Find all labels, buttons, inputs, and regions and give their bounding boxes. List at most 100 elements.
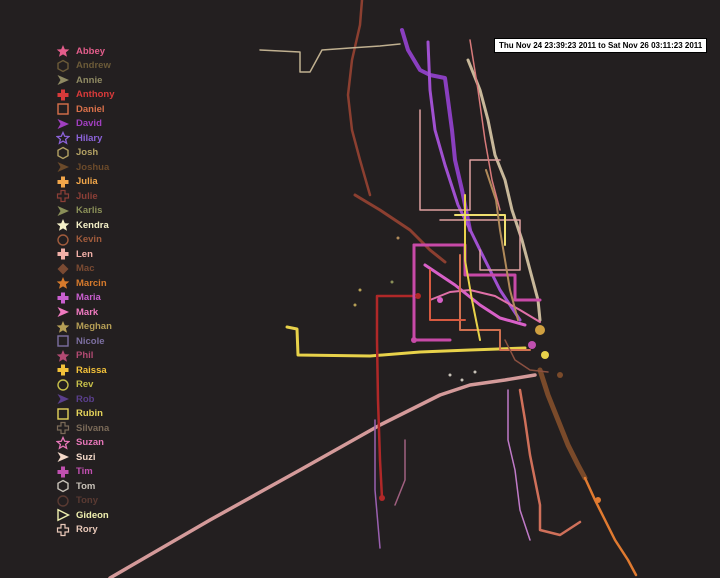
legend-name: Len	[76, 248, 93, 260]
legend-item: Josh	[56, 146, 115, 161]
legend-item: Tim	[56, 465, 115, 480]
star-icon	[56, 349, 70, 362]
legend-item: Annie	[56, 73, 115, 88]
legend-item: Rev	[56, 378, 115, 393]
star-icon	[56, 320, 70, 333]
cross-icon	[57, 176, 69, 188]
legend-item: Anthony	[56, 88, 115, 103]
legend-item: Len	[56, 247, 115, 262]
arrowhead-icon	[57, 75, 69, 86]
square-icon	[57, 335, 69, 347]
arrowhead-icon	[57, 118, 69, 129]
legend-name: Rob	[76, 393, 95, 405]
legend-item: Suzan	[56, 435, 115, 451]
legend-name: Phil	[76, 350, 94, 362]
legend-item: David	[56, 117, 115, 132]
cross-outline-icon	[56, 422, 70, 435]
legend-item: Phil	[56, 349, 115, 364]
legend-name: Tony	[76, 495, 98, 507]
legend-item: Marcin	[56, 276, 115, 291]
legend-item: Rory	[56, 523, 115, 538]
legend-name: Julie	[76, 190, 98, 202]
legend-name: Marcin	[76, 277, 107, 289]
legend-item: Julie	[56, 189, 115, 204]
route-path	[439, 219, 521, 271]
legend-item: Mark	[56, 305, 115, 320]
legend-item: Karlis	[56, 204, 115, 219]
legend-name: Daniel	[76, 103, 105, 115]
legend-name: Nicole	[76, 335, 105, 347]
diamond-icon	[57, 263, 69, 275]
route-path	[346, 0, 372, 197]
hexagon-icon	[57, 479, 69, 493]
legend-name: Abbey	[76, 45, 106, 57]
legend-item: Mac	[56, 262, 115, 277]
legend-name: Meghan	[76, 321, 112, 333]
legend-item: Joshua	[56, 160, 115, 175]
star-icon	[56, 277, 70, 290]
route-path	[285, 325, 527, 358]
legend-item: Andrew	[56, 59, 115, 74]
route-path	[507, 389, 531, 541]
route-path	[429, 269, 466, 321]
legend-item: Rubin	[56, 407, 115, 422]
star-outline-icon	[56, 435, 70, 450]
legend-item: Tom	[56, 479, 115, 494]
route-path	[537, 367, 588, 481]
route-path	[400, 28, 472, 232]
legend-item: Raissa	[56, 363, 115, 378]
legend-item: Hilary	[56, 131, 115, 146]
circle-outline-icon	[57, 379, 69, 391]
route-path	[108, 373, 537, 578]
star-outline-icon	[56, 131, 70, 145]
arrowhead-icon	[57, 162, 69, 173]
legend-name: Rev	[76, 379, 94, 391]
legend-name: Hilary	[76, 132, 103, 144]
legend-name: Tom	[76, 480, 96, 492]
hexagon-icon	[57, 146, 69, 160]
legend-name: Mac	[76, 263, 95, 275]
cross-icon	[57, 364, 69, 376]
legend-name: Kendra	[76, 219, 109, 231]
cross-outline-icon	[56, 523, 70, 536]
legend-name: Anthony	[76, 89, 115, 101]
legend-name: Rubin	[76, 408, 103, 420]
legend-item: Rob	[56, 392, 115, 407]
route-path	[429, 289, 541, 323]
route-path	[375, 294, 420, 500]
triangle-outline-icon	[57, 508, 70, 522]
route-path	[466, 58, 542, 322]
legend-item: Meghan	[56, 320, 115, 335]
star-icon	[56, 45, 70, 58]
route-path	[469, 39, 501, 211]
route-path	[518, 388, 582, 537]
arrowhead-icon	[57, 307, 69, 318]
legend-item: Gideon	[56, 508, 115, 523]
legend-name: David	[76, 118, 102, 130]
square-icon	[57, 103, 69, 115]
route-path	[394, 439, 406, 506]
route-path	[412, 243, 542, 302]
legend-name: Silvana	[76, 422, 110, 434]
time-range-label: Thu Nov 24 23:39:23 2011 to Sat Nov 26 0…	[494, 38, 708, 53]
legend-item: Suzi	[56, 450, 115, 465]
route-path	[583, 476, 638, 577]
legend-name: Joshua	[76, 161, 110, 173]
legend-name: Suzan	[76, 437, 104, 449]
route-path	[454, 214, 506, 246]
star-icon	[56, 219, 70, 232]
legend-name: Mark	[76, 306, 99, 318]
arrowhead-icon	[57, 394, 69, 405]
route-path	[426, 40, 522, 322]
cross-icon	[57, 292, 69, 304]
legend-item: Kendra	[56, 218, 115, 233]
legend-item: Daniel	[56, 102, 115, 117]
legend-name: Rory	[76, 524, 98, 536]
legend-name: Tim	[76, 466, 93, 478]
square-icon	[57, 408, 69, 420]
legend-item: Kevin	[56, 233, 115, 248]
arrowhead-icon	[57, 452, 69, 463]
legend-name: Andrew	[76, 60, 111, 72]
